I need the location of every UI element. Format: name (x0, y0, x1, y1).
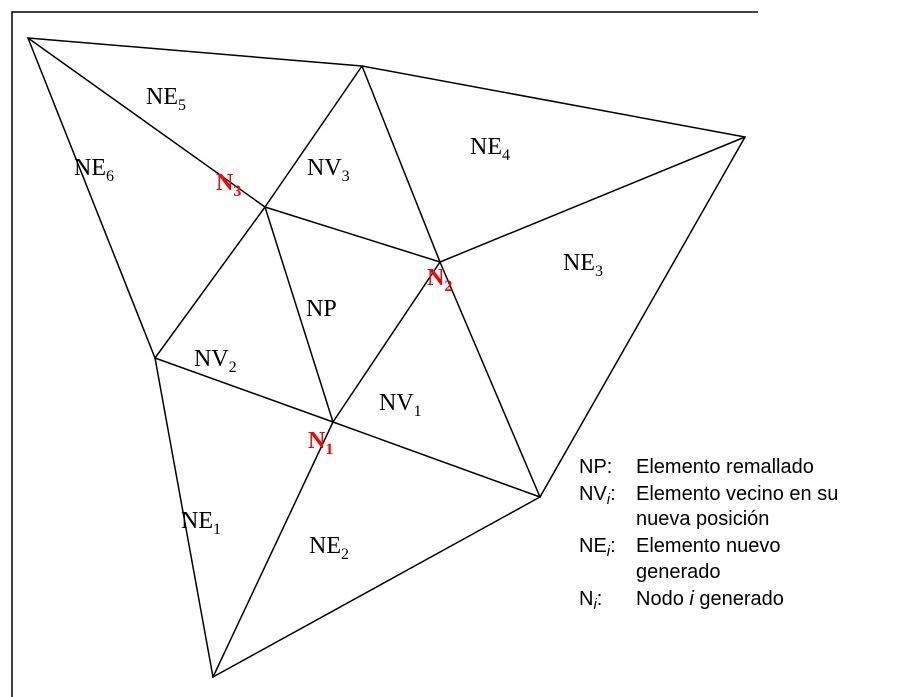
edge (212, 496, 541, 678)
element-label: NE2 (309, 533, 349, 563)
edge (539, 136, 746, 498)
legend-key-np: NP: (579, 456, 612, 478)
legend-desc-ni: Nodo i generado (636, 588, 784, 610)
legend-desc-nvi: Elemento vecino en su (636, 483, 838, 505)
edge (212, 421, 334, 678)
edge (264, 65, 363, 208)
element-label: NE4 (470, 134, 510, 164)
legend-key-nvi: NVi: (579, 483, 616, 508)
legend: NP: Elemento remallado NVi: Elemento vec… (579, 456, 838, 613)
legend-desc-nei: Elemento nuevo (636, 535, 781, 557)
element-label: NE5 (146, 84, 186, 114)
element-label: NV3 (307, 155, 350, 185)
edge (361, 65, 441, 263)
legend-desc-np: Elemento remallado (636, 456, 814, 478)
legend-key-nei: NEi: (579, 535, 616, 560)
node-label-n1: N1 (308, 428, 333, 458)
element-labels: NE5 NE6 NE4 NV3 NE3 NP NV2 NV1 NE1 NE2 (74, 84, 603, 563)
node-labels: N3 N2 N1 (216, 170, 452, 458)
edge (264, 206, 441, 263)
edge (27, 37, 156, 359)
element-label: NV2 (194, 346, 237, 376)
element-label: NE6 (74, 155, 114, 185)
edge (332, 421, 541, 498)
edge (154, 357, 334, 423)
edge (439, 261, 541, 498)
edge (27, 37, 266, 208)
element-label: NV1 (379, 390, 422, 420)
legend-key-ni: Ni: (579, 588, 602, 613)
node-label-n3: N3 (216, 170, 241, 200)
edge (332, 261, 441, 423)
element-label: NE3 (563, 250, 603, 280)
edge (361, 65, 746, 138)
legend-desc-nvi-2: nueva posición (636, 508, 769, 530)
legend-desc-nei-2: generado (636, 561, 721, 583)
frame-border (11, 11, 758, 697)
edge (27, 37, 363, 67)
edge (439, 136, 746, 263)
edge (154, 206, 266, 359)
edge (264, 206, 334, 423)
element-label: NE1 (181, 508, 221, 538)
node-label-n2: N2 (427, 265, 452, 295)
element-label: NP (306, 296, 337, 322)
edge (154, 357, 214, 678)
mesh-edges (27, 37, 746, 678)
